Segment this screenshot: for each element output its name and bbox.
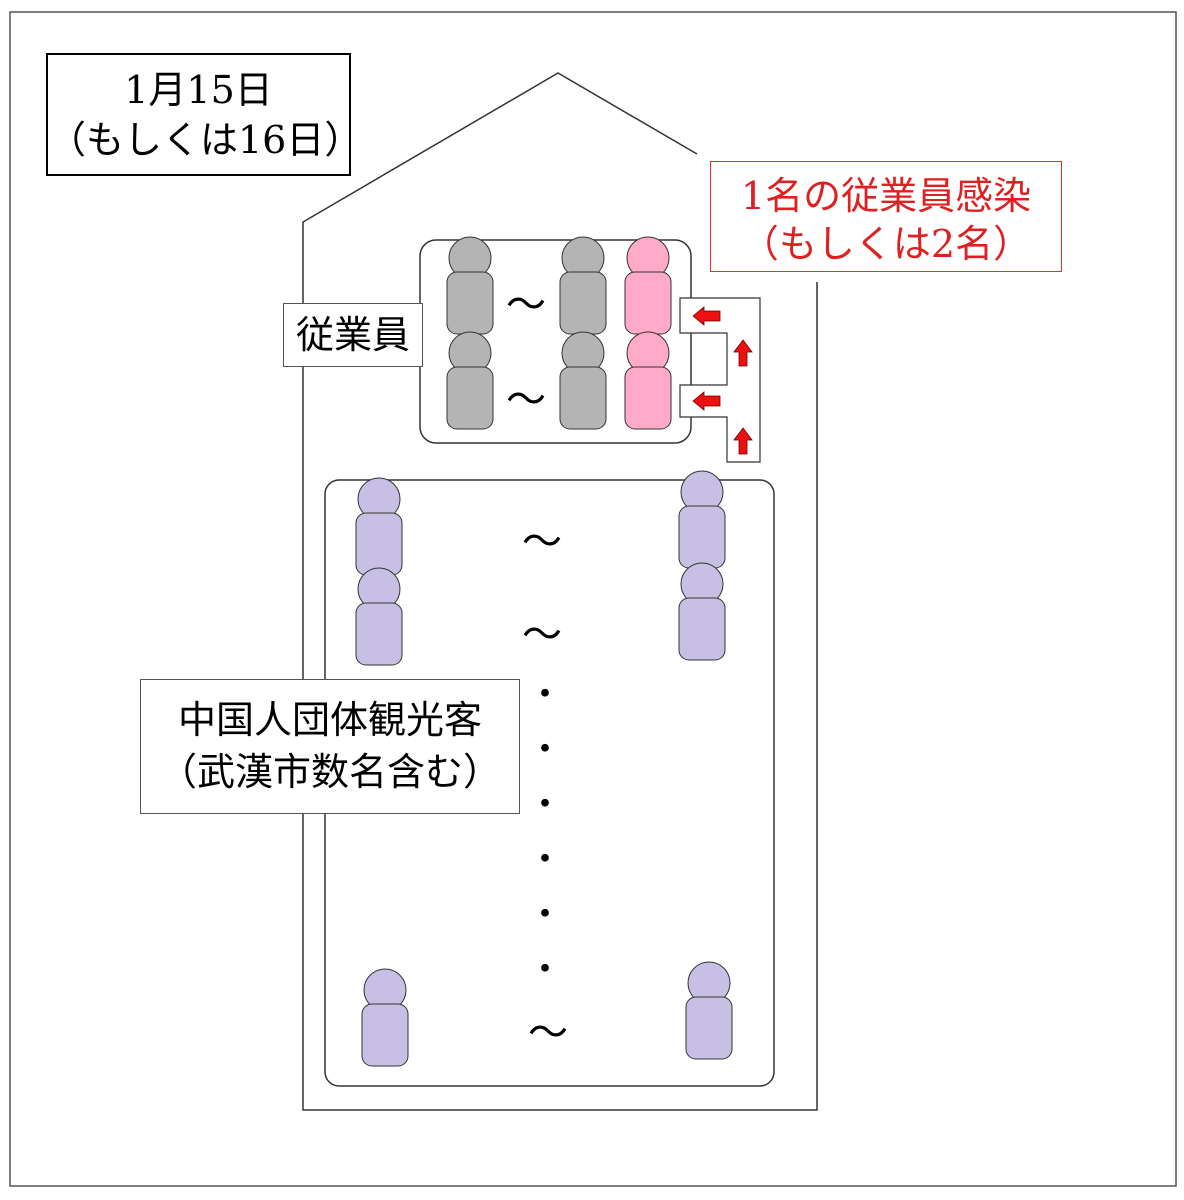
ellipsis-dot: ・	[527, 949, 563, 990]
arrow-left-icon	[692, 306, 721, 326]
tourists-line-2: （武漢市数名含む）	[158, 750, 501, 794]
transmission-connector	[679, 297, 761, 463]
infected-line-1: 1名の従業員感染	[740, 174, 1032, 218]
date-label-box: 1月15日 （もしくは16日）	[46, 53, 363, 176]
tourist-person-icon	[361, 968, 409, 1067]
date-line-2: （もしくは16日）	[48, 118, 363, 162]
tourist-person-icon	[685, 961, 733, 1060]
employee-person-icon	[559, 331, 607, 430]
tourist-person-icon	[678, 470, 726, 569]
tourist-tilde: ～	[522, 519, 562, 565]
ellipsis-dot: ・	[527, 839, 563, 880]
tourist-person-icon	[355, 567, 403, 666]
employee-person-icon	[559, 236, 607, 335]
arrow-up-icon	[733, 427, 753, 455]
tourists-label-box: 中国人団体観光客 （武漢市数名含む）	[140, 679, 520, 814]
date-line-1: 1月15日	[124, 68, 273, 112]
infected-employee-label-box: 1名の従業員感染 （もしくは2名）	[710, 161, 1062, 272]
tourists-line-1: 中国人団体観光客	[177, 698, 482, 742]
tourist-person-icon	[355, 477, 403, 576]
infected-line-2: （もしくは2名）	[740, 222, 1032, 266]
bus-outline	[302, 72, 818, 1111]
employee-tilde: ～	[506, 377, 546, 423]
ellipsis-dot: ・	[527, 729, 563, 770]
arrow-left-icon	[692, 391, 721, 411]
tourist-person-icon	[678, 562, 726, 661]
ellipsis-dot: ・	[527, 674, 563, 715]
tourist-tilde: ～	[528, 1010, 568, 1056]
arrow-up-icon	[733, 339, 753, 367]
outer-frame	[9, 11, 1177, 1187]
infected-employee-person-icon	[624, 331, 672, 430]
employees-label: 従業員	[295, 313, 410, 357]
employee-person-icon	[446, 236, 494, 335]
employee-tilde: ～	[506, 282, 546, 328]
ellipsis-dot: ・	[527, 784, 563, 825]
infected-employee-person-icon	[624, 236, 672, 335]
employees-label-box: 従業員	[283, 303, 423, 367]
ellipsis-dot: ・	[527, 894, 563, 935]
tourist-tilde: ～	[522, 612, 562, 658]
employee-person-icon	[446, 331, 494, 430]
